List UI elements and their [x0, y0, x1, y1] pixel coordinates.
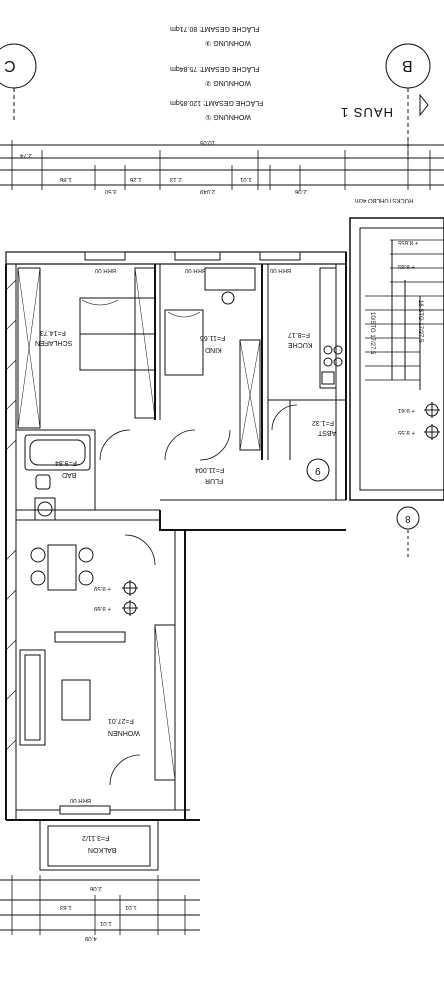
room-kind-area: F=11.66 — [200, 334, 226, 341]
dim-bottom-2: 1.01 — [100, 920, 112, 926]
annot-brh-3: BRH 00 — [270, 267, 292, 273]
room-balkon-name: BALKON — [88, 846, 117, 853]
dim-bottom-3: 1.01 — [125, 904, 137, 910]
level-4: + 9.55 — [398, 429, 415, 435]
room-marker-9 — [306, 458, 330, 482]
room-kind-name: KIND — [205, 346, 222, 353]
stair-label: 10/STG 17/27.5 — [369, 312, 375, 355]
room-schlafen-area: F=14.73 — [40, 329, 66, 336]
room-flur-name: FLUR — [205, 477, 224, 484]
room-wohnen-name: WOHNEN — [108, 729, 140, 736]
level-mark-icon — [122, 402, 440, 616]
summary-label-2: WOHNUNG ② — [205, 79, 251, 86]
dim-top-2: 2.74 — [20, 152, 32, 158]
annot-rv: RUCKSTUHLBO 4cm — [355, 197, 414, 203]
level-6: + 8.65 — [398, 263, 415, 269]
room-kueche-name: KÜCHE — [288, 341, 313, 348]
room-bad-name: BAD — [62, 471, 77, 478]
coffee-table — [61, 679, 91, 721]
dining-table — [47, 544, 77, 591]
annot-brh-4: BRH 00 — [70, 797, 92, 803]
room-flur-area: F=11.004 — [195, 466, 225, 473]
level-1: + 9.59 — [94, 585, 111, 591]
dim-top-3: 3.50 — [105, 188, 117, 194]
annot-brh-2: BRH 00 — [185, 267, 207, 273]
bathtub — [24, 434, 91, 471]
level-2: + 9.69 — [94, 605, 111, 611]
sofa — [19, 649, 46, 746]
room-abst-name: ABST — [318, 429, 337, 436]
toilet — [35, 474, 51, 490]
dim-top-8: 1.01 — [240, 176, 252, 182]
annot-brh-1: BRH 00 — [95, 267, 117, 273]
summary-label-3: WOHNUNG ③ — [205, 39, 251, 46]
summary-area-3: FLÄCHE GESAMT: 80.71qm — [170, 25, 260, 32]
dim-top-6: 2.06 — [295, 188, 307, 194]
single-bed — [164, 309, 204, 376]
room-kueche-area: F=8.17 — [288, 331, 310, 338]
balcony — [39, 819, 159, 871]
summary-area-2: FLÄCHE GESAMT: 75.84qm — [170, 65, 260, 72]
dim-top-5: 2.049 — [200, 188, 216, 194]
grid-label-b: B — [402, 57, 413, 74]
dim-top-4: 2.13 — [170, 176, 182, 182]
dim-bottom-1: 4.09 — [85, 935, 97, 941]
level-3: + 9.61 — [398, 407, 415, 413]
summary-label-1: WOHNUNG ① — [205, 113, 251, 120]
stair-steps: 16 STG 17/27.5 — [417, 300, 423, 343]
room-schlafen-name: SCHLAFEN — [35, 339, 73, 346]
marker-8-label: 8 — [405, 513, 411, 524]
direction-arrow-icon — [419, 93, 429, 117]
dim-top-7: 1.26 — [130, 176, 142, 182]
room-marker-8 — [396, 506, 420, 530]
room-bad-area: F=9.84 — [55, 459, 77, 466]
summary-area-1: FLÄCHE GESAMT: 120.85qm — [170, 99, 264, 106]
stairwell — [349, 217, 444, 501]
room-wohnen-area: F=27.01 — [108, 717, 134, 724]
room-balkon-area: F=3.11/2 — [82, 834, 110, 841]
dim-bottom-5: 2.06 — [90, 885, 102, 891]
house-label: HAUS 1 — [340, 105, 393, 120]
grid-label-c: C — [4, 57, 16, 74]
dim-bottom-4: 1.63 — [60, 904, 72, 910]
level-5: + 8.655 — [398, 239, 419, 245]
dim-top-9: 1.86 — [60, 176, 72, 182]
kitchen-counter — [319, 267, 337, 389]
marker-9-label: 9 — [315, 465, 321, 476]
dim-top-1: 10.05 — [200, 139, 216, 145]
room-abst-area: F=1.32 — [312, 419, 334, 426]
